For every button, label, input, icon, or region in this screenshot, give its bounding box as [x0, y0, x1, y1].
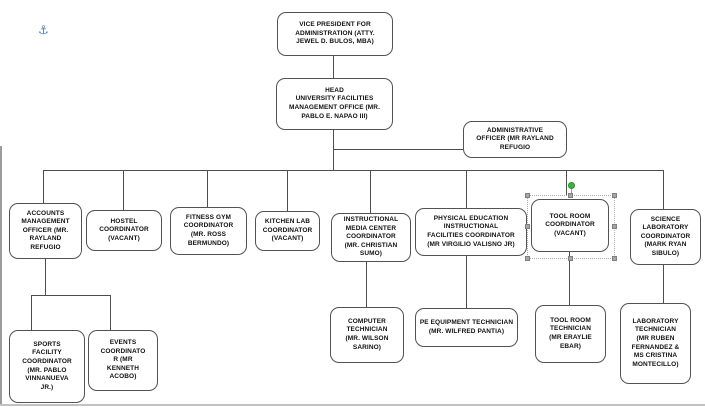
org-node-label: PHYSICAL EDUCATION INSTRUCTIONAL FACILIT… [427, 214, 515, 248]
connector-line [287, 170, 288, 212]
connector-line [566, 170, 567, 196]
connector-line [370, 170, 371, 214]
connector-line [31, 295, 111, 296]
org-node-hostel-coordinator[interactable]: HOSTEL COORDINATOR (VACANT) [86, 210, 162, 251]
rotation-handle-stem [571, 188, 572, 196]
selection-handle-top-middle[interactable] [568, 193, 573, 198]
selection-handle-middle-left[interactable] [525, 224, 530, 229]
selection-handle-bottom-middle[interactable] [568, 256, 573, 261]
connector-trunk-line [43, 170, 663, 171]
selection-handle-middle-right[interactable] [612, 224, 617, 229]
org-node-computer-technician[interactable]: COMPUTER TECHNICIAN (MR. WILSON SARINO) [330, 307, 404, 363]
org-node-label: KITCHEN LAB COORDINATOR (VACANT) [262, 218, 313, 243]
connector-line [663, 170, 664, 210]
org-node-imc-coordinator[interactable]: INSTRUCTIONAL MEDIA CENTER COORDINATOR (… [331, 213, 411, 262]
connector-line [207, 170, 208, 208]
org-node-label: HEAD UNIVERSITY FACILITIES MANAGEMENT OF… [288, 86, 381, 120]
selection-bounding-box [525, 182, 617, 261]
org-node-label: SCIENCE LABORATORY COORDINATOR (MARK RYA… [640, 215, 691, 257]
org-node-label: LABORATORY TECHNICIAN (MR RUBEN FERNANDE… [631, 317, 680, 368]
org-node-fitness-gym-coordinator[interactable]: FITNESS GYM COORDINATOR (MR. ROSS BERMUN… [170, 207, 247, 255]
canvas-edge-bottom [0, 404, 705, 406]
org-node-tool-room-coordinator[interactable]: TOOL ROOM COORDINATOR (VACANT) [531, 199, 609, 252]
org-node-label: PE EQUIPMENT TECHNICIAN (MR. WILFRED PAN… [419, 318, 514, 335]
org-node-label: INSTRUCTIONAL MEDIA CENTER COORDINATOR (… [343, 216, 399, 258]
selection-handle-top-left[interactable] [525, 193, 530, 198]
connector-line [333, 149, 463, 150]
org-node-accounts-management-officer[interactable]: ACCOUNTS MANAGEMENT OFFICER (MR. RAYLAND… [9, 203, 82, 259]
canvas-edge-left [0, 146, 2, 406]
connector-line [569, 251, 570, 306]
connector-line [31, 295, 32, 331]
connector-line [110, 295, 111, 331]
org-node-vice-president[interactable]: VICE PRESIDENT FOR ADMINISTRATION (ATTY.… [277, 12, 393, 56]
org-node-label: VICE PRESIDENT FOR ADMINISTRATION (ATTY.… [295, 21, 375, 46]
org-node-laboratory-technician[interactable]: LABORATORY TECHNICIAN (MR RUBEN FERNANDE… [620, 303, 691, 384]
connector-line [45, 258, 46, 296]
connector-line [43, 170, 44, 204]
org-node-label: TOOL ROOM COORDINATOR (VACANT) [545, 212, 595, 237]
org-node-science-lab-coordinator[interactable]: SCIENCE LABORATORY COORDINATOR (MARK RYA… [630, 209, 701, 265]
org-node-head-ufmo[interactable]: HEAD UNIVERSITY FACILITIES MANAGEMENT OF… [276, 78, 393, 130]
org-node-kitchen-lab-coordinator[interactable]: KITCHEN LAB COORDINATOR (VACANT) [255, 211, 320, 251]
rotation-handle[interactable] [568, 182, 575, 189]
org-node-label: TOOL ROOM TECHNICIAN (MR ERAYLIE EBAR) [549, 316, 592, 350]
selection-handle-top-right[interactable] [612, 193, 617, 198]
connector-line [663, 264, 664, 304]
org-node-label: ADMINISTRATIVE OFFICER (MR RAYLAND REFUG… [476, 126, 554, 151]
connector-line [333, 130, 334, 171]
object-anchor-icon[interactable]: ⚓ [38, 23, 49, 37]
org-node-label: COMPUTER TECHNICIAN (MR. WILSON SARINO) [345, 317, 389, 351]
selection-handle-bottom-right[interactable] [612, 256, 617, 261]
org-node-label: ACCOUNTS MANAGEMENT OFFICER (MR. RAYLAND… [21, 209, 70, 251]
org-node-pe-equipment-technician[interactable]: PE EQUIPMENT TECHNICIAN (MR. WILFRED PAN… [415, 308, 518, 347]
connector-line [333, 56, 334, 78]
org-node-label: SPORTS FACILITY COORDINATOR (MR. PABLO V… [22, 340, 72, 391]
connector-line [466, 255, 467, 309]
selection-handle-bottom-left[interactable] [525, 256, 530, 261]
org-node-tool-room-technician[interactable]: TOOL ROOM TECHNICIAN (MR ERAYLIE EBAR) [535, 305, 606, 363]
org-node-events-coordinator[interactable]: EVENTS COORDINATO R (MR KENNETH ACOBO) [88, 330, 158, 391]
org-node-sports-facility-coordinator[interactable]: SPORTS FACILITY COORDINATOR (MR. PABLO V… [9, 330, 85, 403]
connector-line [466, 170, 467, 209]
org-node-label: EVENTS COORDINATO R (MR KENNETH ACOBO) [100, 339, 146, 381]
connector-line [123, 170, 124, 211]
org-node-pe-facilities-coordinator[interactable]: PHYSICAL EDUCATION INSTRUCTIONAL FACILIT… [415, 208, 527, 256]
org-node-label: HOSTEL COORDINATOR (VACANT) [99, 217, 149, 242]
connector-line [366, 261, 367, 308]
org-node-administrative-officer[interactable]: ADMINISTRATIVE OFFICER (MR RAYLAND REFUG… [463, 121, 567, 158]
org-node-label: FITNESS GYM COORDINATOR (MR. ROSS BERMUN… [183, 213, 234, 247]
